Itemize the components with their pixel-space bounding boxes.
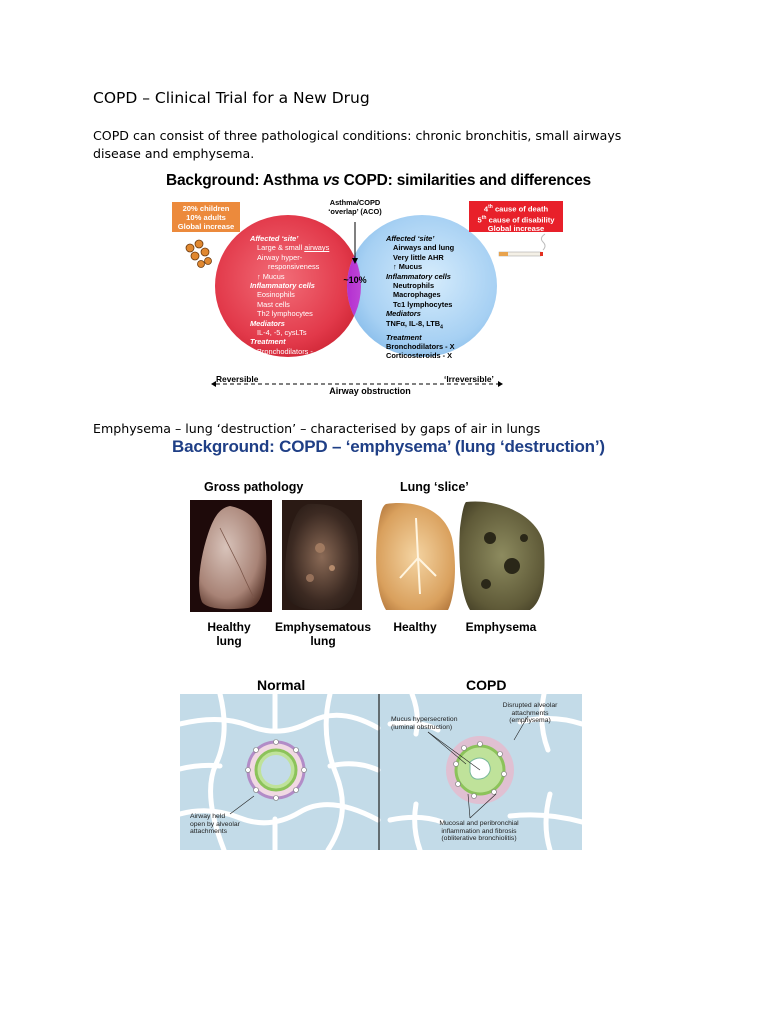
healthy-slice-photo <box>376 503 455 610</box>
emphysema-caption: Emphysema – lung ‘destruction’ – charact… <box>93 421 541 436</box>
lung-slice-heading: Lung ‘slice’ <box>400 480 469 494</box>
slide2-title: Background: COPD – ‘emphysema’ (lung ‘de… <box>172 437 605 456</box>
alveolar-walls-copd <box>387 694 582 850</box>
asthma-stats-box <box>172 202 240 232</box>
asthma-vs-copd-slide: Background: Asthma vs COPD: similarities… <box>160 168 610 400</box>
check-icon <box>343 337 354 348</box>
overlap-percent: ~10% <box>343 275 367 285</box>
copd-circle <box>347 215 497 357</box>
asthma-features: Affected ‘site’ Large & small airways Ai… <box>250 234 330 366</box>
cigarette-icon <box>498 233 546 257</box>
check-icon <box>343 348 354 359</box>
copd-stats-text: 4th cause of death 5th cause of disabili… <box>477 204 555 234</box>
slide1-title: Background: Asthma vs COPD: similarities… <box>166 172 591 189</box>
copd-stats-box <box>469 201 563 232</box>
reversible-label: Reversible <box>216 374 259 384</box>
asthma-circle <box>215 215 361 357</box>
copd-features: Affected ‘site’ Airways and lung Very li… <box>386 234 455 361</box>
venn-diagram <box>172 201 563 387</box>
label-emphysematous-lung: Emphysematous lung <box>274 620 372 648</box>
intro-paragraph: COPD can consist of three pathological c… <box>93 128 622 161</box>
annotation-disrupted: Disrupted alveolar attachments (emphysem… <box>502 702 558 725</box>
annotation-normal-attachments: Airway held open by alveolar attachments <box>190 813 240 836</box>
copd-heading: COPD <box>466 677 507 693</box>
document-title: COPD – Clinical Trial for a New Drug <box>93 89 370 107</box>
axis-label: Airway obstruction <box>329 386 411 396</box>
emphysema-slice-photo <box>459 501 545 610</box>
label-emphysema: Emphysema <box>465 620 537 634</box>
gross-pathology-heading: Gross pathology <box>204 480 304 494</box>
overlap-label: Asthma/COPD ‘overlap’ (ACO) <box>328 198 382 216</box>
label-healthy-lung: Healthy lung <box>207 620 251 648</box>
alveolar-walls-normal <box>180 694 381 850</box>
asthma-stats-text: 20% children 10% adults Global increase <box>177 204 235 231</box>
airway-comparison-diagram <box>180 694 582 850</box>
normal-heading: Normal <box>257 677 306 693</box>
annotation-mucosal: Mucosal and peribronchial inflammation a… <box>439 820 519 843</box>
allergen-icon <box>185 239 212 268</box>
lung-photos <box>190 500 545 612</box>
label-healthy: Healthy <box>393 620 437 634</box>
irreversible-label: ‘Irreversible’ <box>444 374 494 384</box>
annotation-mucus: Mucus hypersecretion (luminal obstructio… <box>391 716 458 731</box>
